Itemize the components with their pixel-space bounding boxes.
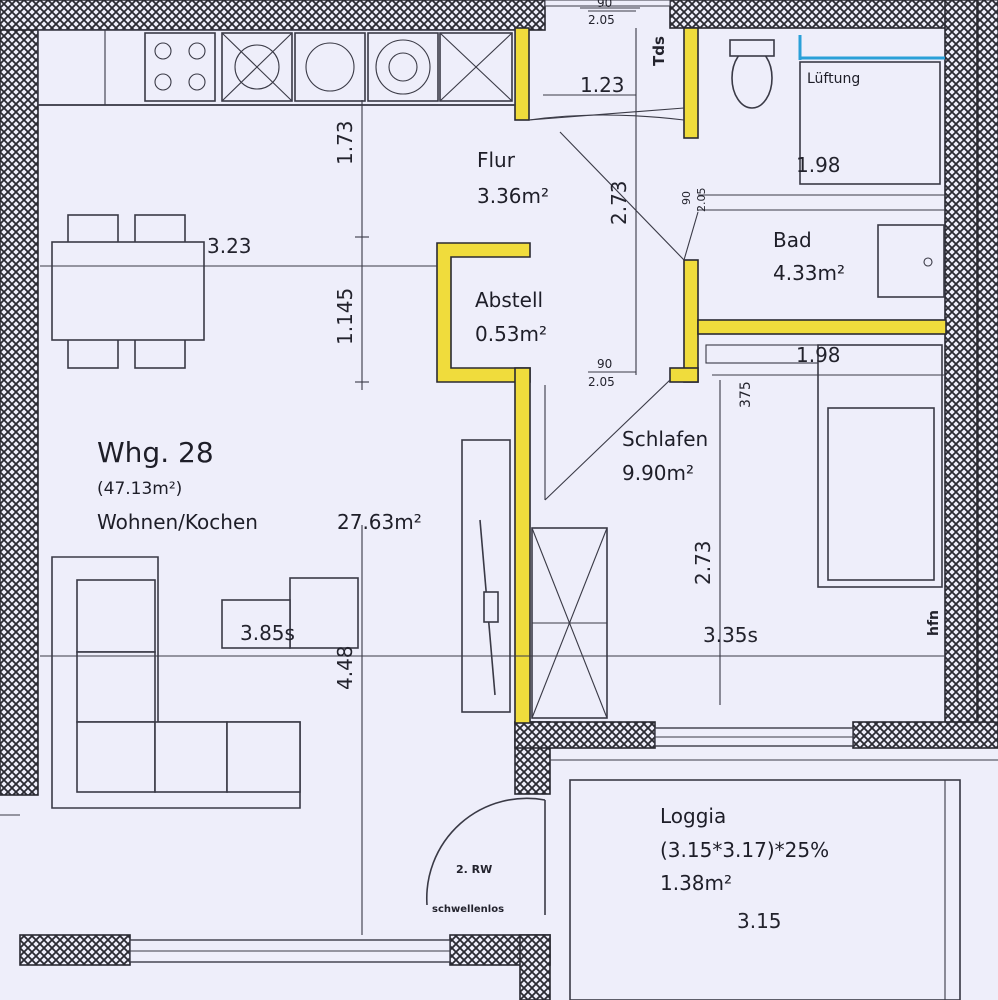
door-bad-den: 2.05: [695, 188, 708, 213]
loggia-name: Loggia: [660, 804, 726, 828]
dimension-lines: [40, 7, 945, 935]
door-mid-num: 90: [597, 357, 612, 371]
bad-area: 4.33m²: [773, 261, 845, 285]
dim-1-145: 1.145: [333, 288, 357, 345]
abstell-area: 0.53m²: [475, 322, 547, 346]
dim-1-73: 1.73: [333, 120, 357, 165]
dim-1-98-bad: 1.98: [796, 153, 841, 177]
partitions: [436, 27, 947, 724]
sofa: [51, 556, 359, 809]
loggia: [0, 759, 998, 1000]
loggia-formula: (3.15*3.17)*25%: [660, 838, 829, 862]
apartment-title: Whg. 28: [97, 436, 214, 469]
wohnen-area: 27.63m²: [337, 510, 422, 534]
sideboard: [461, 439, 511, 713]
dim-375: 375: [738, 381, 754, 408]
dim-3-23: 3.23: [207, 234, 252, 258]
dim-2-73-flur: 2.73: [607, 180, 631, 225]
dim-1-98-schlafen: 1.98: [796, 343, 841, 367]
bath-fixtures: [698, 35, 945, 298]
wardrobe: [531, 527, 608, 719]
door-bad-num: 90: [680, 191, 693, 205]
dim-2-73-schlafen: 2.73: [691, 540, 715, 585]
dim-1-23: 1.23: [580, 73, 625, 97]
door-top-den: 2.05: [588, 13, 615, 27]
apartment-total-area: (47.13m²): [97, 479, 182, 499]
schwellenlos-label: schwellenlos: [432, 904, 504, 915]
rw-label: 2. RW: [456, 863, 492, 876]
dim-3-85s: 3.85s: [240, 621, 295, 645]
schlafen-name: Schlafen: [622, 427, 708, 451]
wohnen-name: Wohnen/Kochen: [97, 510, 258, 534]
abstell-name: Abstell: [475, 288, 543, 312]
flur-area: 3.36m²: [477, 184, 549, 208]
bed: [705, 344, 943, 588]
bad-name: Bad: [773, 228, 812, 252]
kitchen-counter: [37, 29, 516, 106]
door-top-num: 90: [597, 0, 612, 10]
door-swings: [425, 107, 699, 915]
hfn-label: hfn: [926, 610, 942, 636]
dim-4-48: 4.48: [333, 645, 357, 690]
flur-name: Flur: [477, 148, 516, 172]
schlafen-area: 9.90m²: [622, 461, 694, 485]
lueftung-label: Lüftung: [807, 71, 860, 87]
tds-label: Tds: [650, 36, 668, 66]
dining-table: [51, 214, 205, 369]
dim-3-15: 3.15: [737, 909, 782, 933]
dim-3-35s: 3.35s: [703, 623, 758, 647]
loggia-area: 1.38m²: [660, 871, 732, 895]
door-mid-den: 2.05: [588, 375, 615, 389]
